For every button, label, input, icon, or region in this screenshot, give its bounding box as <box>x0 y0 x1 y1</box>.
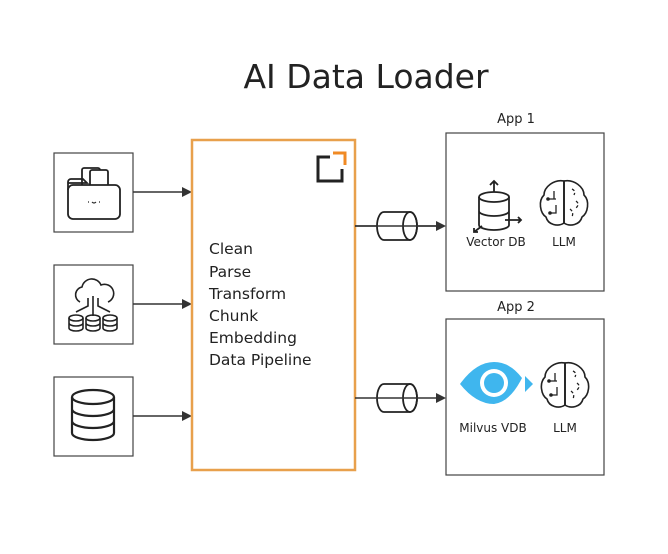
database-icon <box>70 388 116 442</box>
connector-app2 <box>355 383 446 413</box>
loader-logo-icon <box>316 151 347 183</box>
llm-label: LLM <box>552 235 576 249</box>
step: Transform <box>208 285 286 303</box>
step: Data Pipeline <box>209 351 312 369</box>
title: AI Data Loader <box>243 57 489 96</box>
folder-files-icon <box>67 167 121 220</box>
app1-box <box>445 132 605 292</box>
llm-label: LLM <box>553 421 577 435</box>
source-cloud <box>53 264 134 345</box>
app1-label: App 1 <box>497 112 535 127</box>
cloud-databases-icon <box>68 278 118 332</box>
vector-db-icon <box>473 179 523 233</box>
app2-label: App 2 <box>497 300 535 315</box>
step: Clean <box>209 240 253 258</box>
pipeline-steps: Clean Parse Transform Chunk Embedding Da… <box>208 240 312 369</box>
vector-db-label: Vector DB <box>466 235 526 249</box>
step: Parse <box>209 263 251 281</box>
app2-box <box>445 318 605 476</box>
pipeline-box <box>190 138 357 472</box>
source-database <box>53 376 134 457</box>
brain-icon <box>539 179 589 226</box>
step: Chunk <box>209 307 258 325</box>
connector-app1 <box>355 211 446 241</box>
milvus-eye-icon <box>460 362 533 404</box>
step: Embedding <box>209 329 297 347</box>
brain-icon <box>540 361 590 408</box>
milvus-vdb-label: Milvus VDB <box>459 421 526 435</box>
source-files <box>53 152 134 233</box>
